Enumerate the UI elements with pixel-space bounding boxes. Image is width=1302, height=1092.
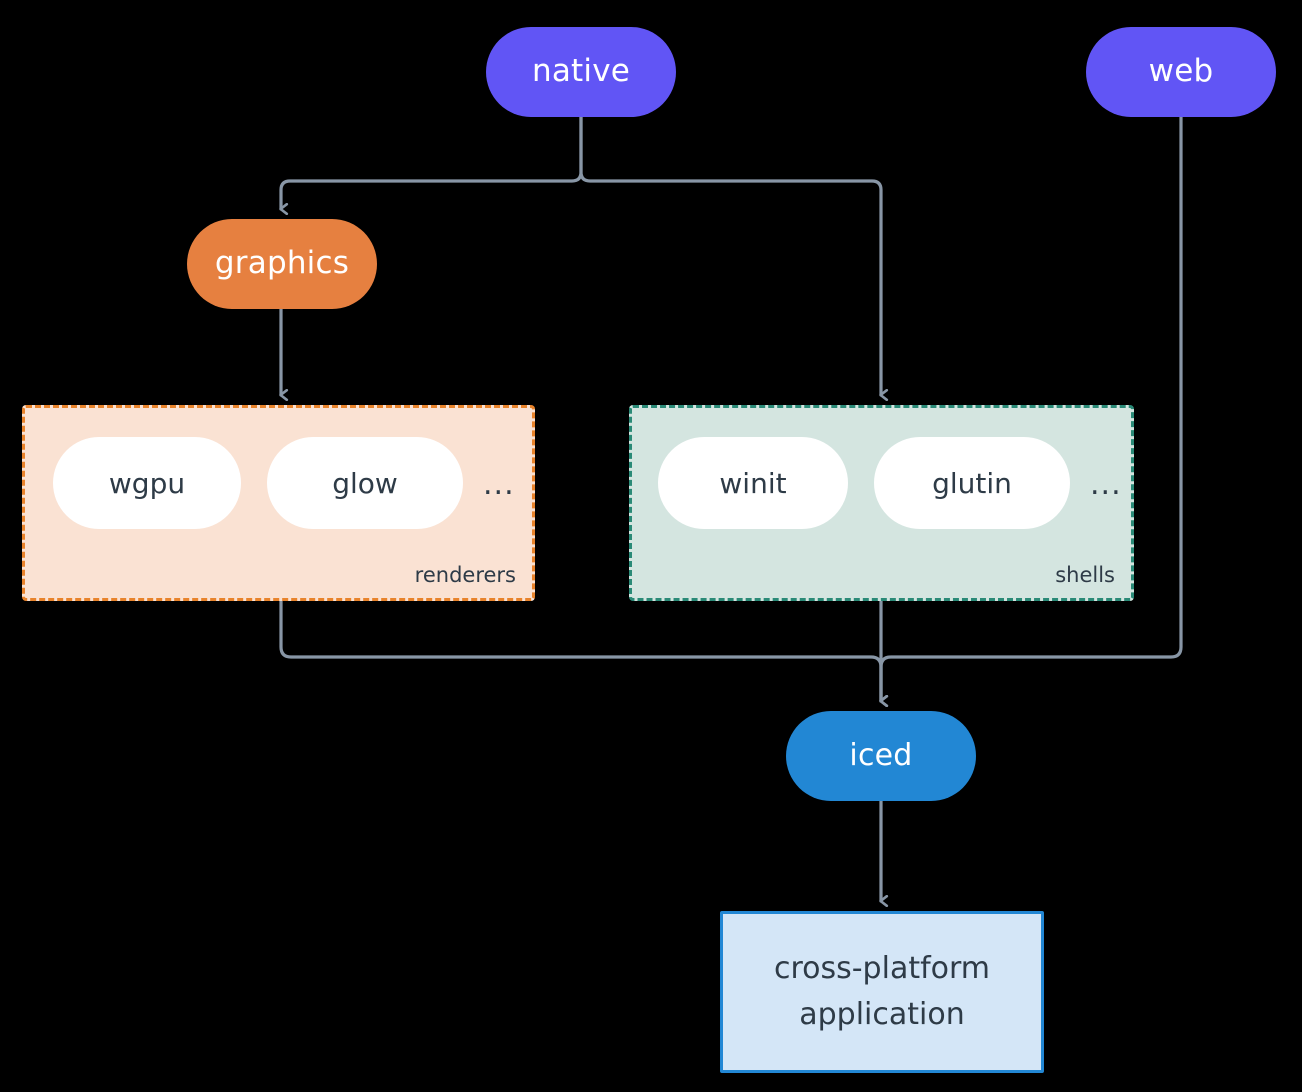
node-iced-label: iced bbox=[849, 737, 913, 773]
node-graphics-label: graphics bbox=[214, 245, 350, 282]
node-cross-platform-application[interactable]: cross-platform application bbox=[720, 911, 1044, 1073]
node-iced[interactable]: iced bbox=[786, 711, 976, 801]
node-glow[interactable]: glow bbox=[267, 437, 463, 529]
subgraph-shells-label: shells bbox=[1055, 563, 1115, 587]
node-winit[interactable]: winit bbox=[658, 437, 848, 529]
node-winit-label: winit bbox=[719, 466, 787, 500]
node-graphics[interactable]: graphics bbox=[187, 219, 377, 309]
application-label-line1: cross-platform bbox=[773, 950, 991, 986]
node-wgpu-label: wgpu bbox=[108, 466, 186, 500]
shells-ellipsis: ... bbox=[1090, 467, 1122, 502]
renderers-ellipsis: ... bbox=[483, 467, 515, 502]
node-glutin[interactable]: glutin bbox=[874, 437, 1070, 529]
node-glutin-label: glutin bbox=[932, 466, 1012, 500]
application-label-line2: application bbox=[799, 997, 965, 1032]
edge-native-to-graphics bbox=[281, 115, 583, 209]
subgraph-shells: winit glutin ... shells bbox=[629, 405, 1134, 601]
subgraph-renderers: wgpu glow ... renderers bbox=[22, 405, 535, 601]
node-wgpu[interactable]: wgpu bbox=[53, 437, 241, 529]
subgraph-renderers-label: renderers bbox=[414, 563, 516, 587]
node-web[interactable]: web bbox=[1086, 27, 1276, 117]
node-glow-label: glow bbox=[332, 466, 398, 500]
edge-renderers-to-iced bbox=[279, 599, 881, 701]
node-web-label: web bbox=[1148, 53, 1214, 90]
node-native-label: native bbox=[531, 53, 631, 90]
node-native[interactable]: native bbox=[486, 27, 676, 117]
edge-native-to-shells bbox=[579, 115, 881, 395]
